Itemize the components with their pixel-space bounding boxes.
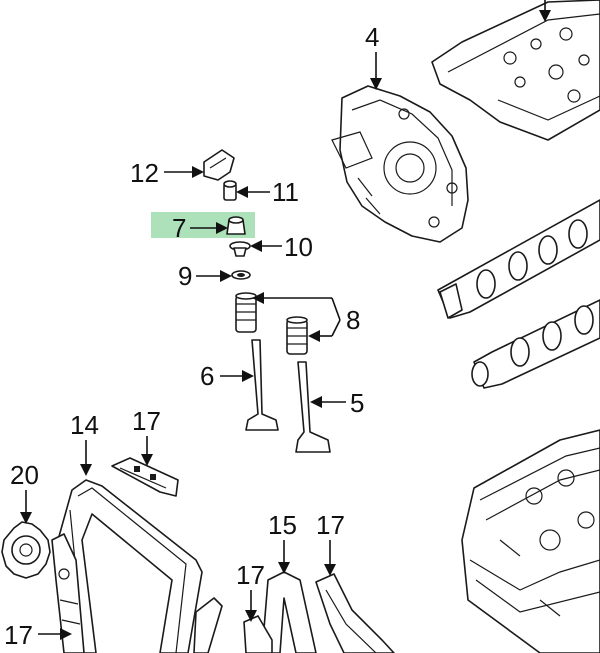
callout-12: 12 xyxy=(130,158,159,188)
callout-17-bottom-left: 17 xyxy=(4,620,33,650)
part-17-tensioner-rail xyxy=(315,573,395,653)
callout-8: 8 xyxy=(346,305,360,335)
part-7-valve-keeper xyxy=(226,216,246,235)
callout-20: 20 xyxy=(10,460,39,490)
callout-17-right: 17 xyxy=(316,510,345,540)
callout-7: 7 xyxy=(172,213,186,243)
camshaft-lower xyxy=(471,299,600,389)
part-17-guide-rail-left xyxy=(51,533,85,653)
callout-15: 15 xyxy=(268,510,297,540)
part-15-chain xyxy=(261,571,317,653)
part-4-cover xyxy=(331,85,469,243)
part-5-valve xyxy=(295,361,331,453)
callout-10: 10 xyxy=(284,232,313,262)
callout-14: 14 xyxy=(70,410,99,440)
part-12-rocker-arm xyxy=(203,149,235,181)
part-17-guide-small xyxy=(193,597,273,653)
part-17-guide-rail-upper xyxy=(111,457,179,497)
part-11-lash-adjuster xyxy=(223,180,237,201)
callout-9: 9 xyxy=(178,261,192,291)
camshaft-upper xyxy=(437,199,600,319)
callout-5: 5 xyxy=(350,388,364,418)
cylinder-head xyxy=(461,429,600,653)
part-6-valve xyxy=(245,339,279,431)
leader-lines xyxy=(20,0,551,640)
part-10-spring-retainer xyxy=(229,241,251,257)
cylinder-head-cover xyxy=(431,0,600,141)
callout-4: 4 xyxy=(365,22,379,52)
callout-11: 11 xyxy=(272,177,299,207)
callout-17-middle: 17 xyxy=(236,560,265,590)
part-8-valve-springs xyxy=(235,292,308,355)
part-9-valve-seal xyxy=(231,270,251,280)
callout-17-top: 17 xyxy=(132,406,161,436)
part-20-sprocket xyxy=(1,521,51,579)
callout-6: 6 xyxy=(200,361,214,391)
